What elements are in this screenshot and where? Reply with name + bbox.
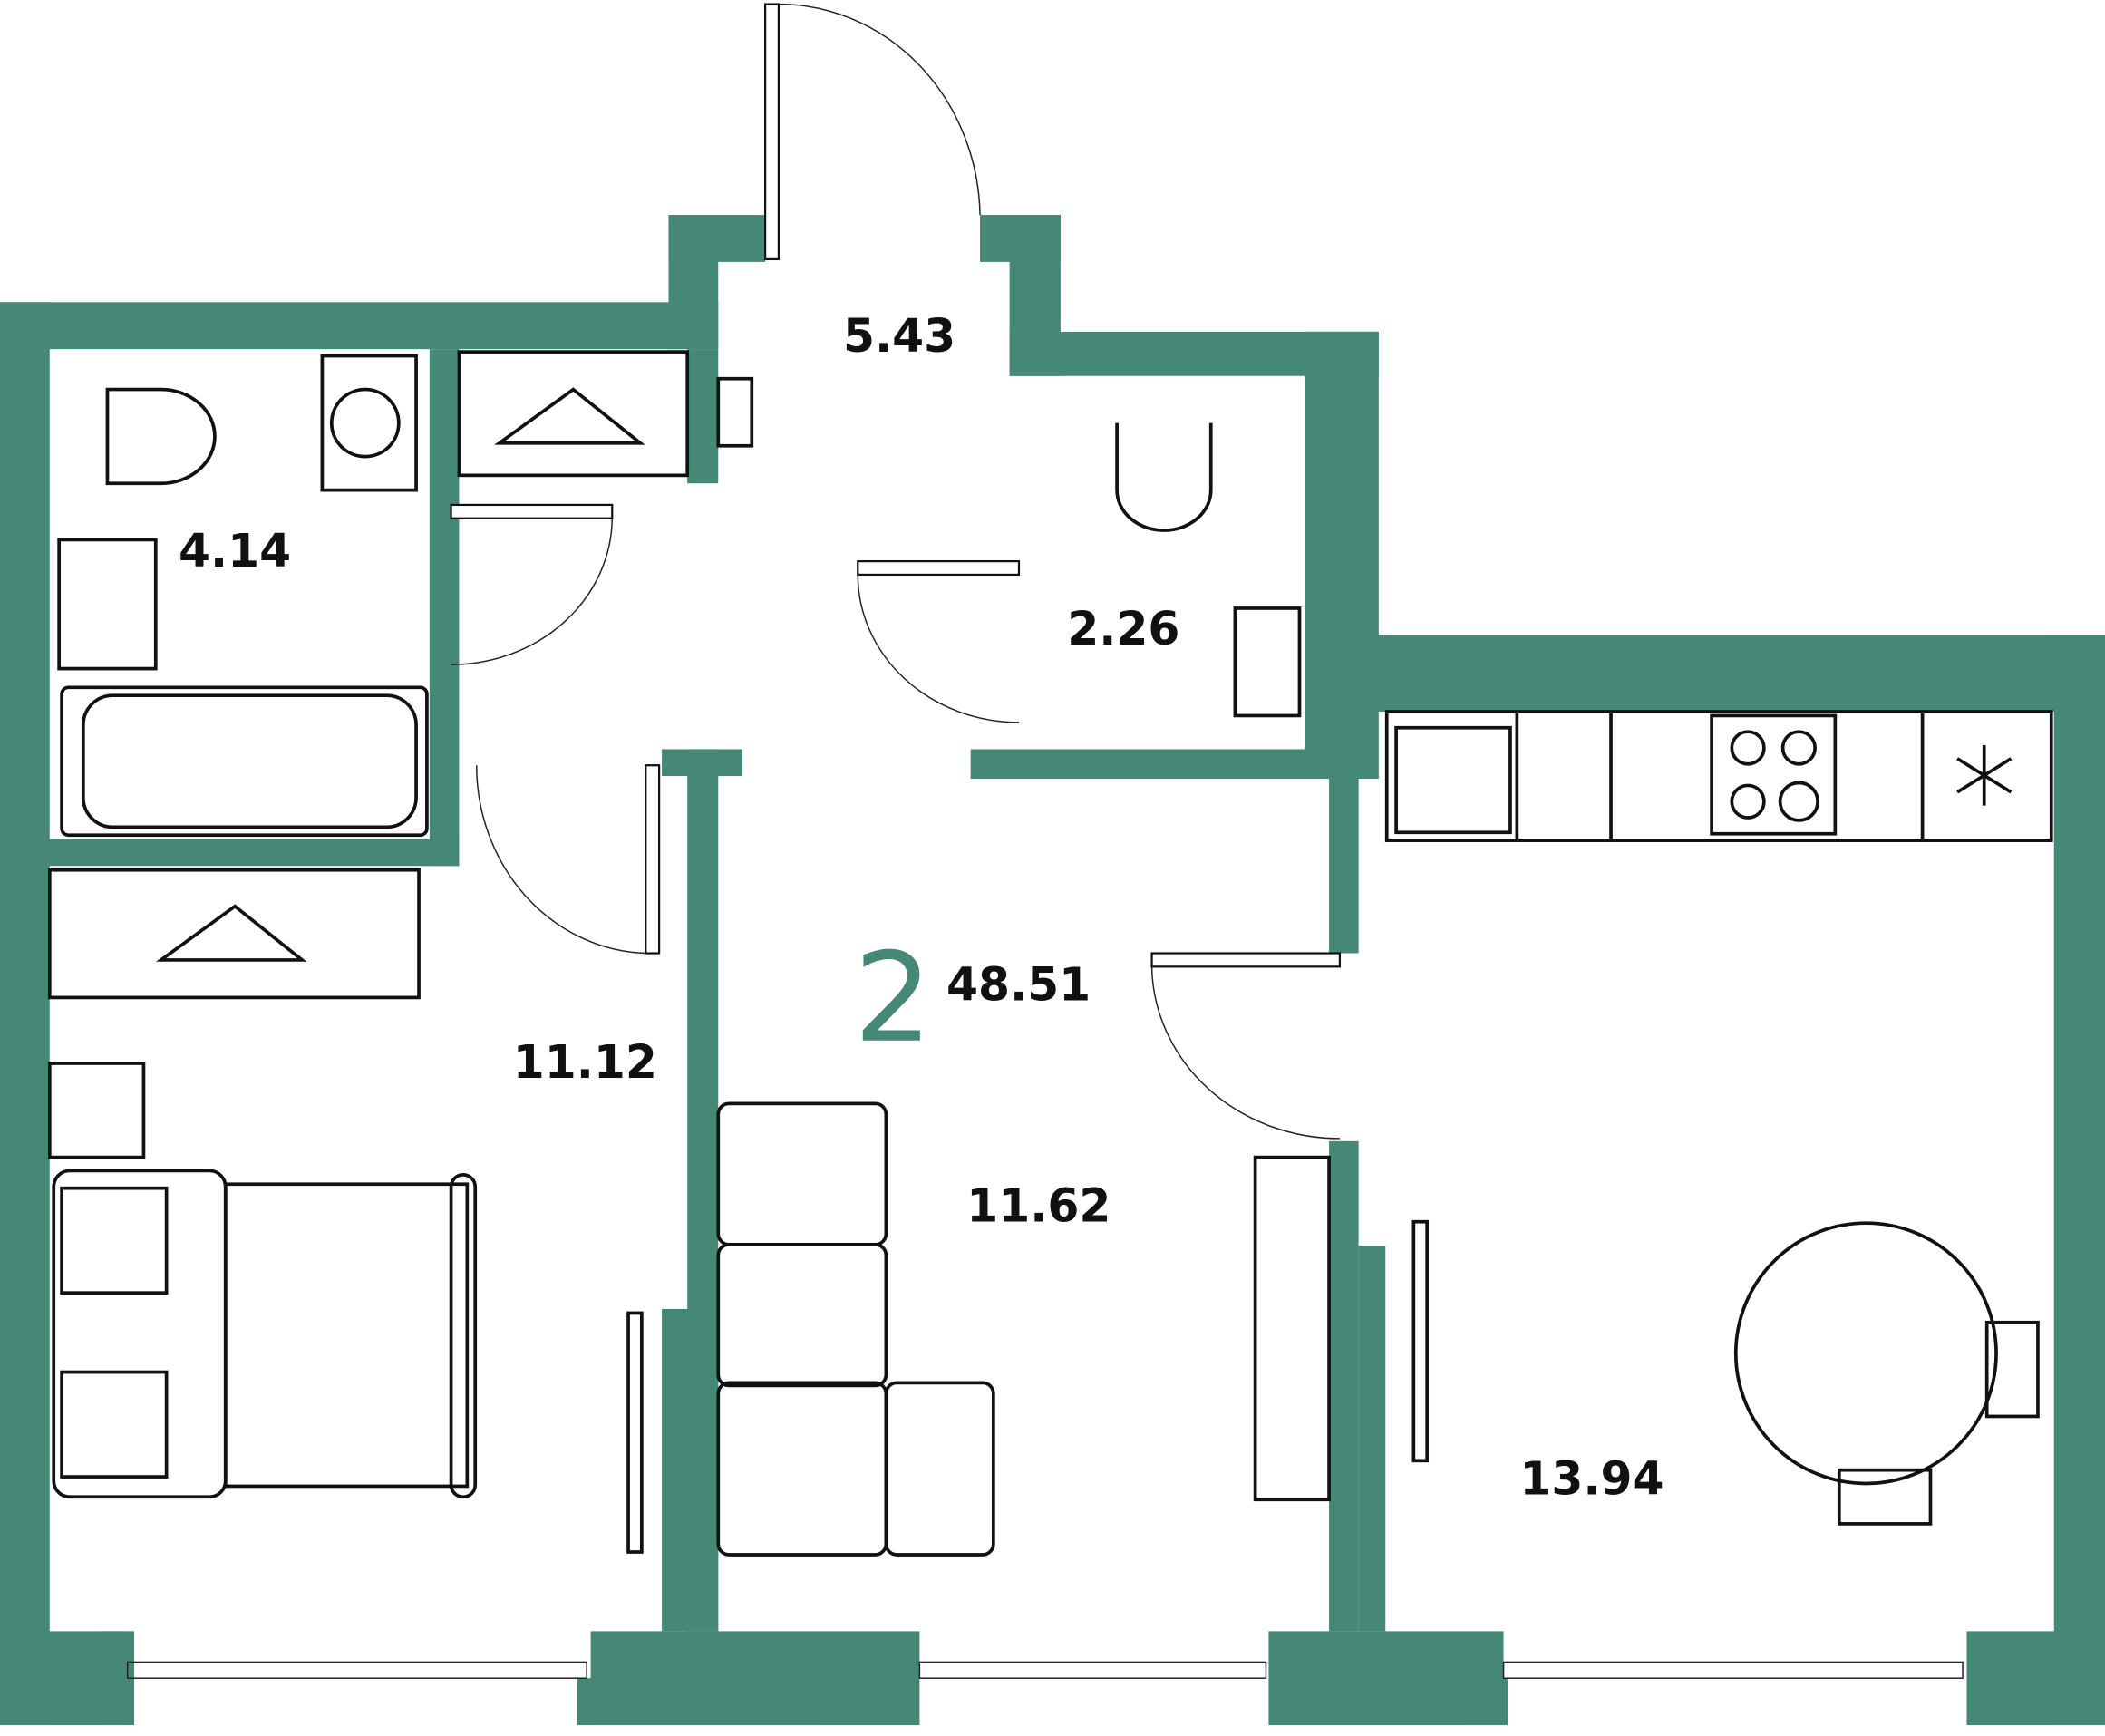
rooms-count: 2 — [854, 927, 933, 1071]
area-kitchen: 13.94 — [1519, 1451, 1664, 1505]
doors — [450, 3, 1342, 1140]
area-bedroom: 11.12 — [513, 1035, 657, 1089]
area-hall: 5.43 — [843, 309, 955, 363]
area-bathroom: 4.14 — [179, 524, 291, 577]
area-living-room: 11.62 — [966, 1179, 1111, 1233]
area-wc: 2.26 — [1067, 602, 1179, 655]
walls — [0, 215, 2105, 1726]
labels: 5.43 4.14 2.26 11.12 11.62 13.94 2 48.51 — [179, 309, 1664, 1505]
furniture — [47, 350, 2053, 1557]
windows — [126, 1661, 1964, 1679]
total-area: 48.51 — [946, 957, 1091, 1011]
